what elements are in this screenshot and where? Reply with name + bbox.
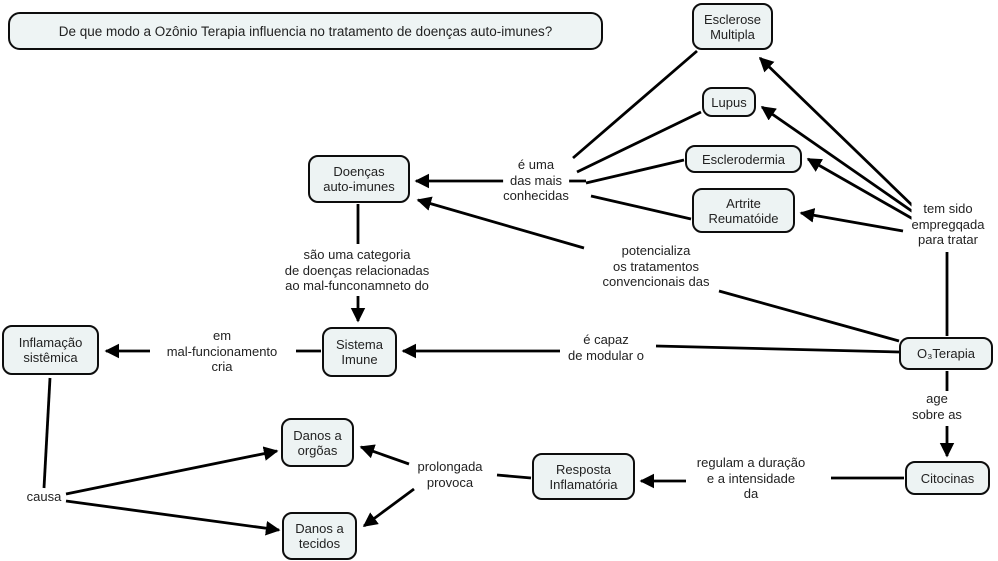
link-phrase-prolongada-provoca[interactable]: prolongada provoca	[417, 459, 483, 490]
concept-esclerose-multipla[interactable]: Esclerose Multipla	[692, 3, 773, 50]
link-phrase-age-sobre-as[interactable]: age sobre as	[912, 391, 962, 422]
concept-danos-tecidos[interactable]: Danos a tecidos	[282, 512, 357, 560]
connector-line	[585, 158, 685, 185]
connector-arrow	[362, 487, 415, 528]
concept-label: Sistema Imune	[336, 337, 383, 367]
concept-sistema-imune[interactable]: Sistema Imune	[322, 327, 397, 377]
connector-lines	[42, 49, 955, 536]
concept-resposta-inflamatoria[interactable]: Resposta Inflamatória	[532, 453, 635, 500]
connector-line	[718, 289, 900, 343]
connector-arrow	[806, 157, 914, 221]
concept-label: Inflamação sistêmica	[18, 335, 83, 365]
concept-artrite-reumatoide[interactable]: Artrite Reumatóide	[692, 188, 795, 233]
concept-danos-orgaos[interactable]: Danos a orgõas	[281, 418, 354, 467]
concept-label: Danos a tecidos	[295, 521, 344, 551]
connector-arrow	[758, 56, 918, 212]
connector-line	[42, 377, 52, 489]
concept-label: Artrite Reumatóide	[708, 195, 779, 226]
concept-label: Esclerodermia	[701, 151, 786, 167]
concept-label: Doenças auto-imunes	[323, 164, 395, 194]
connector-arrow	[359, 444, 410, 466]
focus-question-text: De que modo a Ozônio Terapia influencia …	[58, 23, 553, 39]
connector-line	[496, 473, 532, 480]
link-phrase-causa[interactable]: causa	[26, 489, 62, 505]
concept-inflamacao-sistemica[interactable]: Inflamação sistêmica	[2, 325, 99, 375]
concept-label: Lupus	[711, 94, 747, 110]
connector-arrow	[799, 208, 904, 233]
link-phrase-em-mal-funcionamento-cria[interactable]: em mal-funcionamento cria	[166, 328, 278, 375]
connector-arrow	[760, 105, 917, 216]
concept-o3-terapia[interactable]: O₃Terapia	[899, 337, 993, 370]
concept-citocinas[interactable]: Citocinas	[905, 461, 990, 495]
concept-lupus[interactable]: Lupus	[702, 87, 756, 117]
focus-question-box[interactable]: De que modo a Ozônio Terapia influencia …	[8, 12, 603, 50]
link-phrase-e-uma-das-mais-conhecidas[interactable]: é uma das mais conhecidas	[503, 157, 569, 204]
link-phrase-tem-sido-empregada-para-tratar[interactable]: tem sido empregqada para tratar	[911, 201, 985, 248]
concept-label: Resposta Inflamatória	[549, 461, 618, 492]
connector-arrow	[65, 499, 281, 536]
connector-line	[572, 49, 698, 160]
concept-doencas-auto-imunes[interactable]: Doenças auto-imunes	[308, 155, 410, 203]
link-phrase-potencializa-tratamentos[interactable]: potencializa os tratamentos convencionai…	[602, 243, 710, 290]
connector-line	[576, 110, 702, 174]
concept-esclerodermia[interactable]: Esclerodermia	[685, 145, 802, 173]
connector-line	[590, 194, 692, 221]
connector-arrow	[416, 196, 585, 250]
concept-label: O₃Terapia	[916, 346, 976, 361]
connector-line	[655, 344, 900, 354]
concept-label: Citocinas	[920, 470, 975, 486]
link-phrase-e-capaz-de-modular[interactable]: é capaz de modular o	[568, 332, 644, 363]
concept-label: Esclerose Multipla	[703, 11, 762, 42]
link-phrase-regulam-duracao-intensidade[interactable]: regulam a duração e a intensidade da	[696, 455, 806, 502]
link-phrase-sao-uma-categoria[interactable]: são uma categoria de doenças relacionada…	[284, 247, 430, 294]
concept-label: Danos a orgõas	[293, 427, 342, 458]
connector-arrow	[65, 446, 279, 496]
